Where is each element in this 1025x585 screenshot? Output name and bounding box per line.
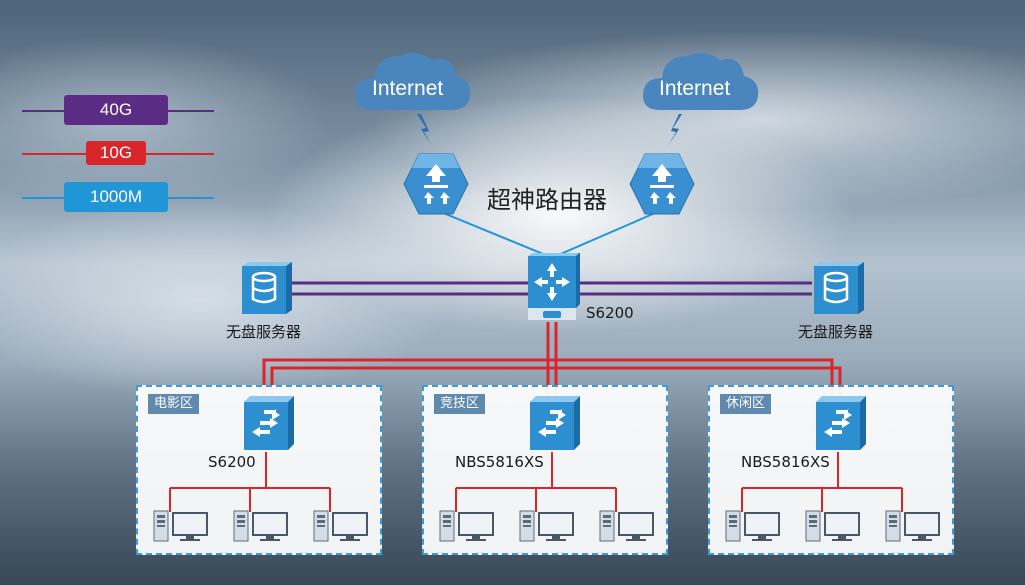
pc-icon	[232, 509, 290, 547]
pc-icon	[804, 509, 862, 547]
access-switch-label: NBS5816XS	[741, 453, 830, 471]
server-label: 无盘服务器	[226, 323, 302, 341]
link-1000m	[555, 209, 663, 257]
zone-tag: 竞技区	[434, 394, 486, 414]
legend-1000m: 1000M	[64, 182, 168, 212]
pc-icon	[438, 509, 496, 547]
lightning-icon	[668, 114, 682, 146]
router-icon	[629, 153, 695, 215]
pc-icon	[884, 509, 942, 547]
zone-tag: 休闲区	[720, 394, 772, 414]
router-icon	[403, 153, 469, 215]
link-10g	[455, 452, 617, 512]
lightning-icon	[417, 114, 432, 146]
router-label: 超神路由器	[487, 186, 607, 214]
legend-10g: 10G	[86, 141, 146, 165]
server-label: 无盘服务器	[798, 323, 874, 341]
cloud-icon	[354, 52, 471, 110]
pc-icon	[152, 509, 210, 547]
legend-40g: 40G	[64, 95, 168, 125]
link-10g	[169, 452, 331, 512]
access-switch-label: S6200	[208, 453, 256, 471]
cloud-icon	[642, 52, 759, 110]
access-switch-icon	[528, 396, 580, 456]
access-switch-icon	[242, 396, 294, 456]
core-switch-icon	[528, 253, 580, 320]
internet-label: Internet	[372, 77, 444, 100]
access-switch-icon	[814, 396, 866, 456]
pc-icon	[724, 509, 782, 547]
pc-icon	[518, 509, 576, 547]
server-icon	[242, 262, 292, 314]
zone-tag: 电影区	[148, 394, 200, 414]
pc-icon	[312, 509, 370, 547]
server-icon	[814, 262, 864, 314]
core-switch-label: S6200	[586, 304, 634, 322]
link-10g	[741, 452, 903, 512]
internet-label: Internet	[659, 77, 731, 100]
link-1000m	[435, 209, 549, 257]
pc-icon	[598, 509, 656, 547]
access-switch-label: NBS5816XS	[455, 453, 544, 471]
